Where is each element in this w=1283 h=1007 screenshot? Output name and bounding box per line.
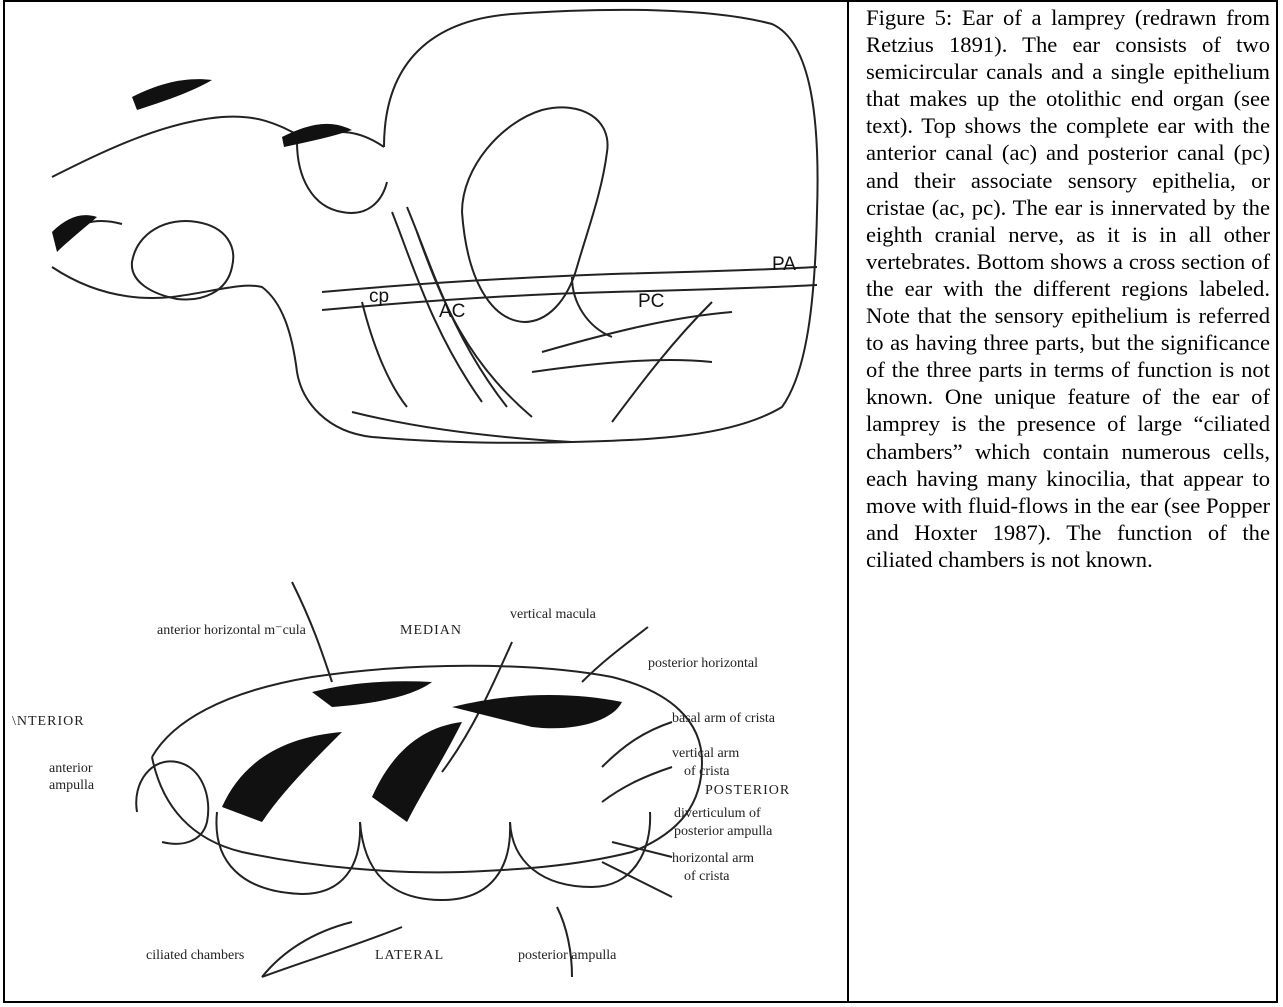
shading-d xyxy=(312,681,432,707)
label-horizontal-arm-1: horizontal arm xyxy=(672,851,754,866)
caption-text: Figure 5: Ear of a lamprey (redrawn from… xyxy=(866,4,1270,573)
chamber-2 xyxy=(360,822,510,900)
labyrinth-outline xyxy=(297,10,818,443)
label-posterior: POSTERIOR xyxy=(705,783,790,798)
column-divider xyxy=(847,0,849,1003)
inner-loop xyxy=(462,107,608,322)
figure-caption: Figure 5: Ear of a lamprey (redrawn from… xyxy=(866,4,1270,573)
figure-panel: PA cp AC PC anterior xyxy=(12,2,842,997)
label-horizontal-arm-2: of crista xyxy=(684,869,730,884)
label-anterior: \NTERIOR xyxy=(12,714,85,729)
cross-section-drawing: anterior horizontal m⁻cula MEDIAN vertic… xyxy=(12,522,842,992)
nerve-bulb-1 xyxy=(132,221,233,299)
lamprey-ear-drawing: PA cp AC PC xyxy=(12,2,842,482)
label-posterior-horizontal: posterior horizontal xyxy=(648,656,758,671)
chamber-1 xyxy=(216,812,360,894)
shading-c xyxy=(452,695,622,728)
label-ciliated-chambers: ciliated chambers xyxy=(146,948,244,963)
shading-1 xyxy=(132,79,212,110)
vestibule xyxy=(297,142,387,213)
label-diverticulum-2: posterior ampulla xyxy=(674,824,773,839)
label-vertical-macula: vertical macula xyxy=(510,607,597,622)
label-lateral: LATERAL xyxy=(375,948,444,963)
label-median: MEDIAN xyxy=(400,623,462,638)
label-basal-arm: basal arm of crista xyxy=(672,711,776,726)
label-cp: cp xyxy=(369,286,389,307)
label-posterior-ampulla: posterior ampulla xyxy=(518,948,617,963)
label-vertical-arm-2: of crista xyxy=(684,764,730,779)
label-anterior-ampulla-1: anterior xyxy=(49,761,93,776)
shading-2 xyxy=(52,215,97,252)
shading-b xyxy=(372,722,462,822)
label-diverticulum-1: diverticulum of xyxy=(674,806,761,821)
label-ac: AC xyxy=(439,301,465,322)
label-pa: PA xyxy=(772,254,796,275)
label-anterior-horizontal-macula: anterior horizontal m⁻cula xyxy=(157,623,307,638)
nerve-lower xyxy=(52,267,297,372)
label-anterior-ampulla-2: ampulla xyxy=(49,778,95,793)
shading-a xyxy=(222,732,342,822)
label-pc: PC xyxy=(638,291,664,312)
label-vertical-arm-1: vertical arm xyxy=(672,746,739,761)
shading-3 xyxy=(282,124,352,147)
